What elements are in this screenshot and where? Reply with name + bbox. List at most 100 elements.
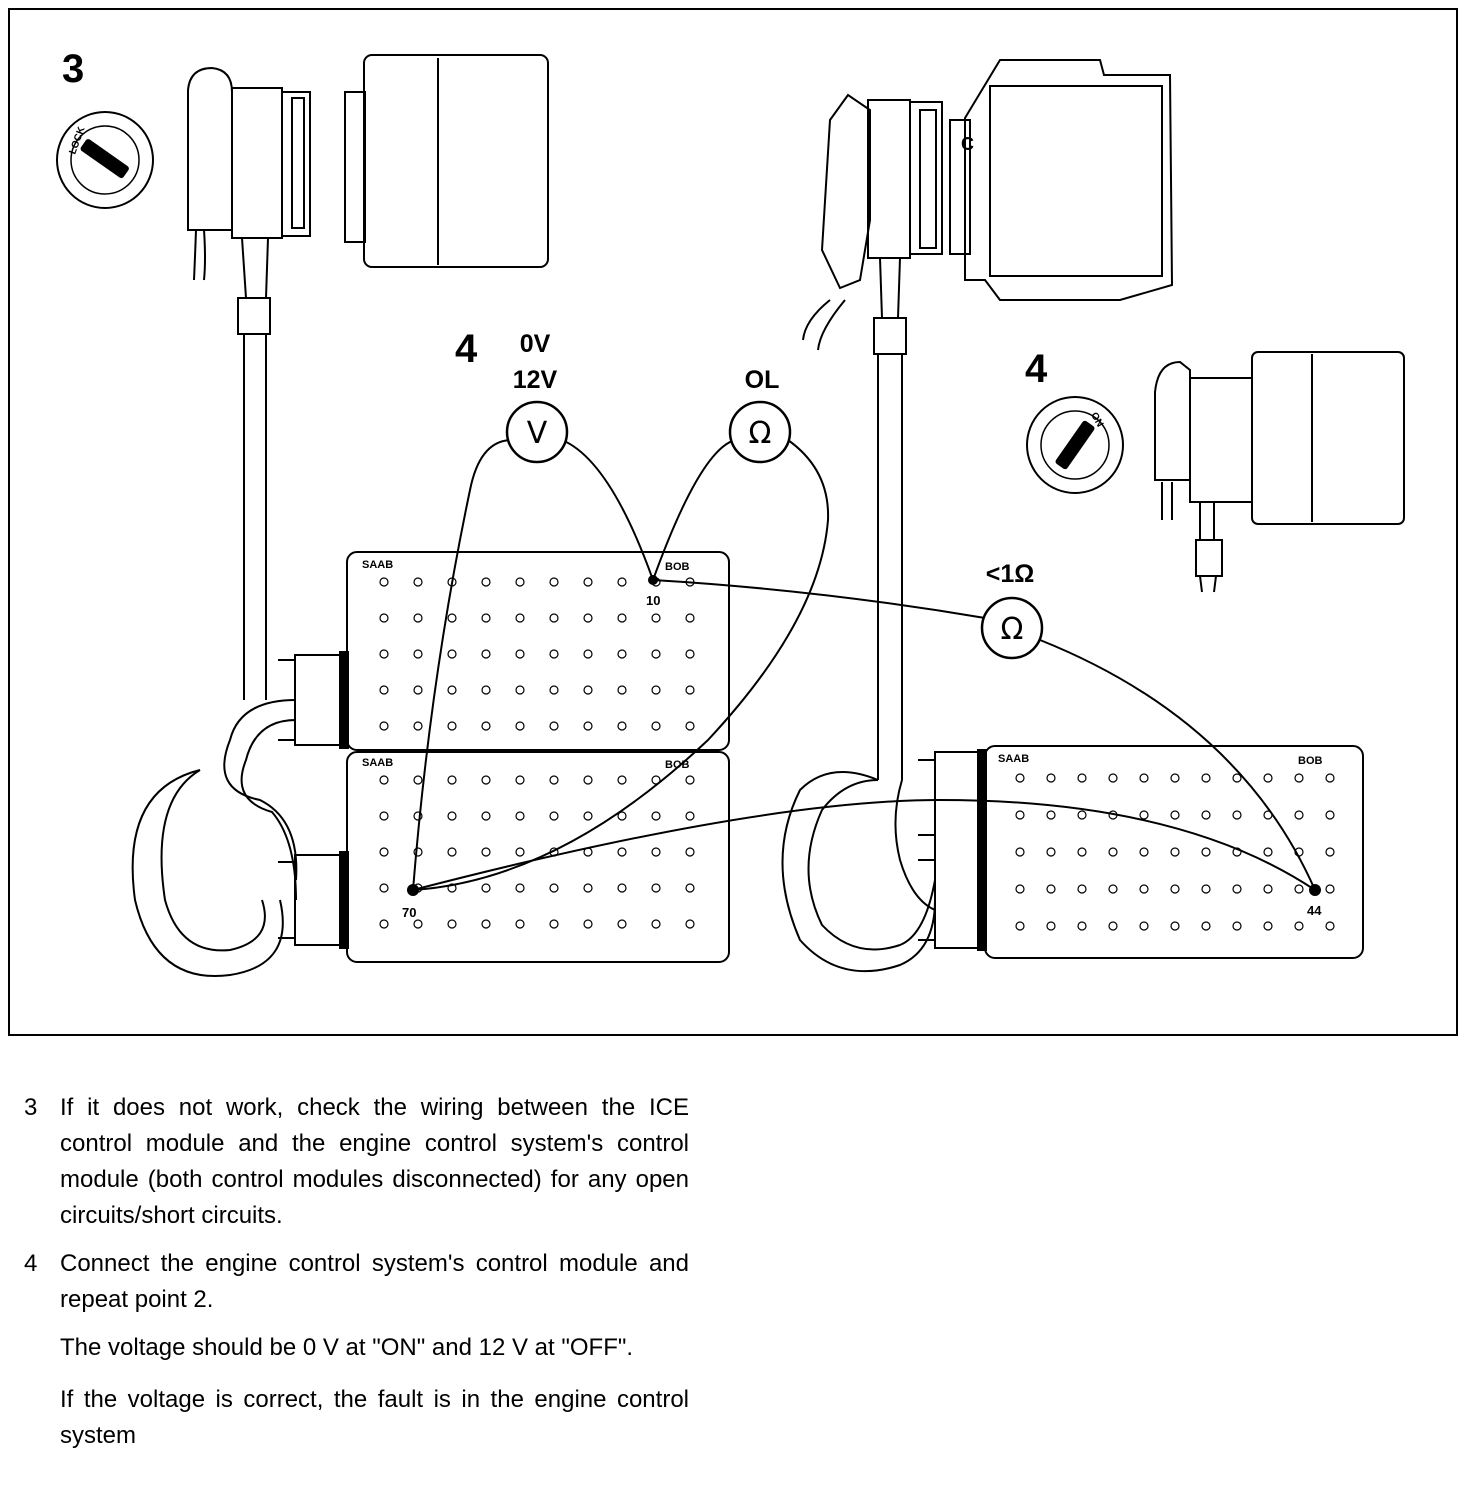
pin-hole (1046, 847, 1056, 857)
right-pin-grid (1015, 773, 1335, 931)
pin-hole (413, 577, 423, 587)
right-control-module: C (949, 59, 1174, 301)
pin-hole (1077, 810, 1087, 820)
pin-hole (379, 919, 389, 929)
test-pin-markers: 10 70 44 (402, 575, 1322, 920)
pin-hole (1263, 847, 1273, 857)
pin-hole (481, 649, 491, 659)
pin-hole (549, 721, 559, 731)
instructions: 3 If it does not work, check the wiring … (24, 1090, 689, 1470)
ohmmeter-right-icon: Ω <1Ω (980, 560, 1044, 660)
pin-hole (379, 883, 389, 893)
pin-hole (413, 811, 423, 821)
item-number: 3 (24, 1094, 38, 1121)
pin-hole (617, 685, 627, 695)
pin-hole (1046, 810, 1056, 820)
pin-hole (1046, 884, 1056, 894)
pin-hole (1201, 847, 1211, 857)
pin-hole (651, 721, 661, 731)
voltmeter-reading-bottom: 12V (513, 366, 558, 394)
pin-hole (685, 613, 695, 623)
wiring-diagram: 3 4 4 LOCK (8, 8, 1458, 1036)
pin-hole (1170, 810, 1180, 820)
box-label-bob-1: BOB (665, 561, 690, 573)
pin-hole (447, 775, 457, 785)
right-breakout-box: SAAB BOB (984, 745, 1364, 959)
pin-hole (1015, 847, 1025, 857)
left-harness (237, 237, 271, 700)
pin-hole (685, 811, 695, 821)
pin-hole (1294, 884, 1304, 894)
pin-hole (515, 919, 525, 929)
pin-hole (1015, 921, 1025, 931)
pin-hole (481, 775, 491, 785)
pin-hole (1170, 773, 1180, 783)
pin-hole (481, 847, 491, 857)
voltmeter-reading-top: 0V (520, 330, 551, 358)
pin-hole (1325, 810, 1335, 820)
pin-hole (617, 883, 627, 893)
pin-hole (413, 613, 423, 623)
pin-hole (1232, 921, 1242, 931)
ohmmeter-top-reading: OL (745, 366, 780, 394)
ohmmeter-top-symbol: Ω (749, 416, 772, 451)
pin-hole (685, 685, 695, 695)
pin-hole (1139, 921, 1149, 931)
voltmeter-symbol: V (527, 416, 548, 451)
pin-hole (617, 613, 627, 623)
pin-hole (515, 649, 525, 659)
pin-hole (413, 847, 423, 857)
step-number-4-mid: 4 (455, 327, 478, 371)
pin-hole (1108, 847, 1118, 857)
pin-hole (1139, 847, 1149, 857)
pin-hole (685, 847, 695, 857)
left-breakout-box: SAAB BOB SAAB BOB (346, 551, 730, 963)
pin-hole (413, 649, 423, 659)
pin-hole (651, 847, 661, 857)
pin-hole (1046, 921, 1056, 931)
pin-hole (1325, 921, 1335, 931)
pin-hole (1170, 847, 1180, 857)
pin-hole (481, 577, 491, 587)
pin-hole (1077, 921, 1087, 931)
pin-hole (1108, 921, 1118, 931)
pin-hole (1170, 921, 1180, 931)
item-text: If it does not work, check the wiring be… (60, 1094, 689, 1229)
ohmmeter-right-reading: <1Ω (986, 560, 1035, 588)
pin-hole (413, 685, 423, 695)
item-text: Connect the engine control system's cont… (60, 1250, 689, 1313)
pin-hole (1294, 921, 1304, 931)
pin-hole (413, 721, 423, 731)
pin-hole (549, 649, 559, 659)
step-number-4-right: 4 (1025, 347, 1048, 391)
pin-hole (549, 685, 559, 695)
pin-hole (515, 847, 525, 857)
right-top-connector (802, 93, 943, 780)
pin-hole (617, 847, 627, 857)
pin-hole (1294, 810, 1304, 820)
pin-hole (379, 775, 389, 785)
pin-hole (1263, 773, 1273, 783)
fault-note: If the voltage is correct, the fault is … (60, 1386, 689, 1449)
pin-hole (583, 613, 593, 623)
pin-hole (481, 811, 491, 821)
pin-10-dot (648, 575, 658, 585)
pin-hole (583, 721, 593, 731)
pin-hole (515, 613, 525, 623)
pin-hole (447, 883, 457, 893)
pin-hole (549, 775, 559, 785)
pin-hole (379, 721, 389, 731)
pin-hole (515, 883, 525, 893)
pin-hole (1139, 884, 1149, 894)
voltmeter-icon: V 0V 12V (505, 330, 569, 464)
left-pin-grid (379, 577, 695, 929)
pin-hole (1325, 773, 1335, 783)
pin-hole (515, 721, 525, 731)
pin-hole (1077, 884, 1087, 894)
ohmmeter-icon: Ω OL (728, 366, 792, 464)
pin-hole (1232, 773, 1242, 783)
pin-hole (549, 577, 559, 587)
pin-hole (617, 775, 627, 785)
pin-hole (1015, 810, 1025, 820)
pin-44-label: 44 (1307, 903, 1322, 918)
